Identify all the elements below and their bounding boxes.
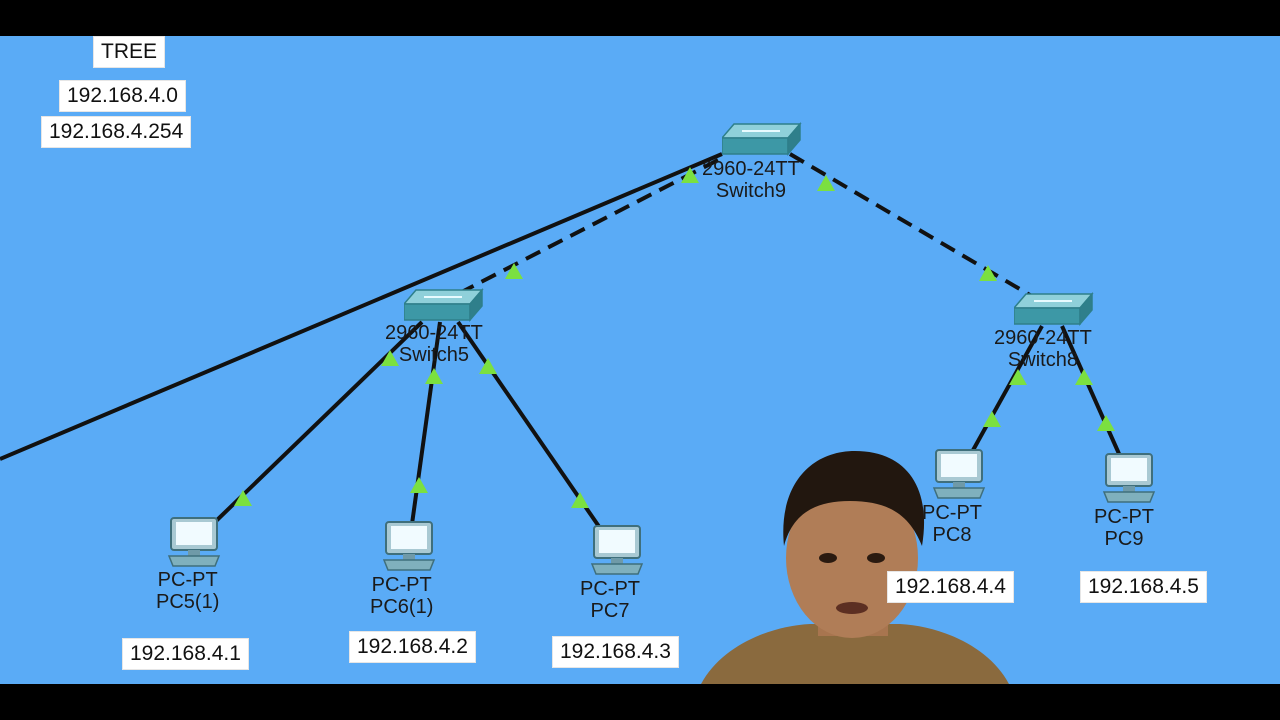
pc-icon [1102,453,1156,503]
pc-pc7[interactable] [588,524,646,581]
switch9-label: 2960-24TT Switch9 [702,158,800,202]
port-indicator [983,411,1001,427]
pc6-model: PC-PT [371,574,432,596]
switch5-model: 2960-24TT [385,322,483,344]
port-indicator [1075,369,1093,385]
port-indicator [1097,415,1115,431]
pc7-name: PC7 [590,600,630,622]
pc8-ip-note: 192.168.4.4 [887,571,1014,603]
pc-pc5[interactable] [165,516,223,573]
pc-icon [167,517,221,567]
pc-pc6[interactable] [380,520,438,577]
switch9-name: Switch9 [715,180,786,202]
switch9-model: 2960-24TT [702,158,800,180]
switch-switch5[interactable] [402,287,484,329]
pc8-label: PC-PT PC8 [922,502,982,546]
switch8-name: Switch8 [1007,349,1078,371]
port-indicators [234,167,1115,508]
pc6-label: PC-PT PC6(1) [370,574,433,618]
switch5-name: Switch5 [398,344,469,366]
network-address-note: 192.168.4.0 [59,80,186,112]
port-indicator [479,358,497,374]
pc-pc9[interactable] [1100,452,1158,509]
presenter-webcam-overlay [701,451,1009,684]
link-switch5-pc7[interactable] [456,320,602,530]
link-switch8-pc9[interactable] [1060,325,1122,457]
pc9-name: PC9 [1104,528,1144,550]
topology-links [0,152,1122,530]
pc7-label: PC-PT PC7 [580,578,640,622]
broadcast-address-note: 192.168.4.254 [41,116,192,148]
pc8-model: PC-PT [922,502,982,524]
switch-icon [402,287,484,323]
pc-icon [932,449,986,499]
port-indicator [425,368,443,384]
switch-icon [720,121,802,157]
switch-switch9[interactable] [720,121,802,163]
pc5-label: PC-PT PC5(1) [156,569,219,613]
switch8-label: 2960-24TT Switch8 [994,327,1092,371]
port-indicator [410,477,428,493]
switch5-label: 2960-24TT Switch5 [385,322,483,366]
pc9-ip-note: 192.168.4.5 [1080,571,1207,603]
link-switch9-offscreen[interactable] [0,152,723,461]
pc9-model: PC-PT [1094,506,1154,528]
link-switch9-switch5[interactable] [449,158,719,300]
pc6-name: PC6(1) [370,596,434,618]
switch-switch8[interactable] [1012,291,1094,333]
link-switch9-switch8[interactable] [788,152,1037,300]
pc9-label: PC-PT PC9 [1094,506,1154,550]
pc8-name: PC8 [932,524,972,546]
port-indicator [1009,369,1027,385]
port-indicator [681,167,699,183]
port-indicator [817,175,835,191]
switch-icon [1012,291,1094,327]
pc7-model: PC-PT [580,578,640,600]
switch8-model: 2960-24TT [994,327,1092,349]
pc7-ip-note: 192.168.4.3 [552,636,679,668]
port-indicator [979,265,997,281]
link-switch8-pc8[interactable] [970,325,1044,453]
pc-icon [590,525,644,575]
pc6-ip-note: 192.168.4.2 [349,631,476,663]
diagram-title: TREE [93,36,166,68]
port-indicator [505,263,523,279]
workspace-canvas[interactable]: TREE 192.168.4.0 192.168.4.254 2960-24TT… [0,36,1280,684]
pc5-name: PC5(1) [156,591,220,613]
port-indicator [571,492,589,508]
pc5-ip-note: 192.168.4.1 [122,638,249,670]
pc5-model: PC-PT [157,569,218,591]
port-indicator [381,350,399,366]
pc-icon [382,521,436,571]
port-indicator [234,490,252,506]
pc-pc8[interactable] [930,448,988,505]
